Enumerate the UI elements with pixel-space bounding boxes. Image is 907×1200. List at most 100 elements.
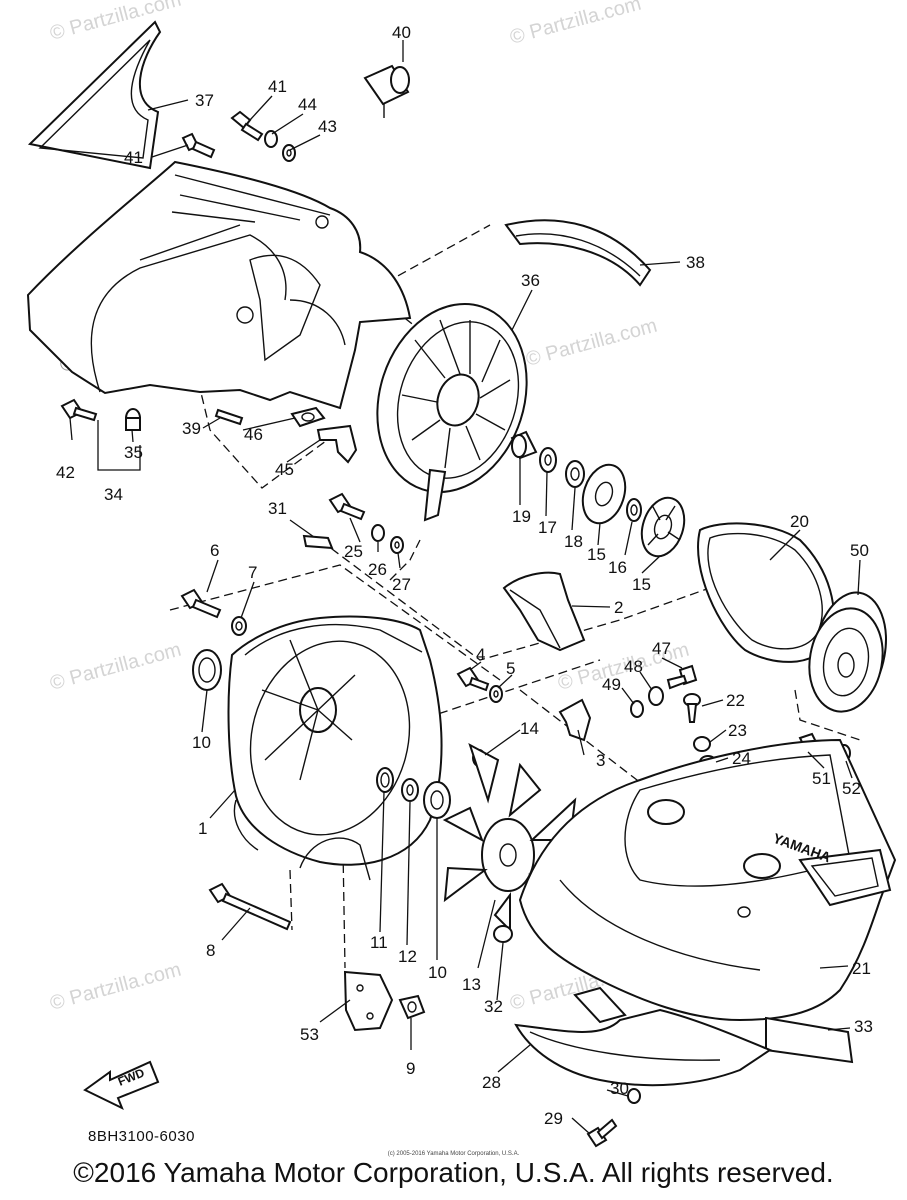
callout-label: 16 (608, 558, 627, 577)
callout-label: 10 (192, 733, 211, 752)
callout-label: 15 (632, 575, 651, 594)
pin-39 (214, 408, 244, 426)
bolt-29 (586, 1118, 618, 1148)
washer-26 (371, 524, 385, 542)
duct-2 (502, 571, 586, 652)
callout-label: 49 (602, 675, 621, 694)
callout-label: 13 (462, 975, 481, 994)
washer-49 (630, 700, 644, 718)
fan-cover-36 (376, 303, 528, 522)
callout-label: 20 (790, 512, 809, 531)
plate-28 (514, 986, 773, 1087)
collar-35 (125, 408, 141, 431)
pulley-50 (808, 591, 887, 713)
callout-label: 46 (244, 425, 263, 444)
callout-label: 52 (842, 779, 861, 798)
bolt-41a (230, 110, 264, 142)
callout-label: 31 (268, 499, 287, 518)
watermark: © Partzilla.com (524, 315, 660, 371)
gasket-37 (27, 20, 162, 170)
callout-label: 4 (476, 645, 485, 664)
callout-label: 48 (624, 657, 643, 676)
callout-label: 1 (198, 819, 207, 838)
callout-label: 36 (521, 271, 540, 290)
callout-label: 10 (428, 963, 447, 982)
grommet-46 (290, 406, 326, 428)
callout-label: 6 (210, 541, 219, 560)
nut-9 (398, 994, 426, 1020)
callout-label: 39 (182, 419, 201, 438)
bracket-3 (558, 698, 592, 742)
bolt-25 (328, 492, 366, 521)
bracket-45 (316, 424, 358, 464)
callout-labels: 40 37 41 44 43 41 38 36 42 35 34 39 46 4… (56, 23, 873, 1128)
callout-label: 41 (268, 77, 287, 96)
washer-5 (489, 685, 503, 703)
callout-label: 38 (686, 253, 705, 272)
fitting-40 (363, 64, 410, 118)
pulley-half-15b (640, 496, 686, 558)
bolt-42 (60, 398, 98, 422)
callout-label: 40 (392, 23, 411, 42)
washer-27 (390, 536, 404, 554)
callout-label: 30 (610, 1079, 629, 1098)
callout-label: 43 (318, 117, 337, 136)
document-code: 8BH3100-6030 (88, 1128, 195, 1145)
callout-label: 7 (248, 563, 257, 582)
bolt-8 (208, 882, 292, 931)
washer-18 (565, 460, 585, 488)
plate-53 (343, 970, 394, 1032)
callout-label: 21 (852, 959, 871, 978)
callout-label: 8 (206, 941, 215, 960)
tiny-credit: (c) 2005-2016 Yamaha Motor Corporation, … (387, 1151, 520, 1157)
callout-label: 18 (564, 532, 583, 551)
callout-label: 27 (392, 575, 411, 594)
callout-label: 11 (370, 933, 388, 952)
callout-label: 23 (728, 721, 747, 740)
washer-17 (539, 447, 557, 473)
callout-label: 29 (544, 1109, 563, 1128)
callout-label: 50 (850, 541, 869, 560)
callout-label: 45 (275, 460, 294, 479)
callout-label: 34 (104, 485, 123, 504)
copyright-notice: ©2016 Yamaha Motor Corporation, U.S.A. A… (73, 1157, 834, 1188)
housing-1 (227, 615, 443, 881)
bolt-22 (683, 693, 701, 723)
callout-label: 32 (484, 997, 503, 1016)
watermark: © Partzilla.com (48, 639, 184, 695)
washer-30 (627, 1088, 641, 1104)
callout-label: 41 (124, 148, 143, 167)
lower-cover-21: YAMAHA (518, 738, 897, 1022)
watermark: © Partzilla.com (508, 0, 644, 49)
washer-43 (282, 144, 296, 162)
callout-label: 25 (344, 542, 363, 561)
washer-7 (231, 616, 247, 636)
callout-label: 24 (732, 749, 751, 768)
grommet-32 (493, 925, 513, 943)
callout-label: 44 (298, 95, 317, 114)
callout-label: 22 (726, 691, 745, 710)
callout-label: 53 (300, 1025, 319, 1044)
callout-label: 19 (512, 507, 531, 526)
bearing-10b (423, 781, 451, 819)
callout-label: 37 (195, 91, 214, 110)
pulley-half-15a (581, 463, 627, 525)
watermark: © Partzilla.com (48, 0, 184, 45)
label-31 (302, 534, 334, 550)
callout-label: 51 (812, 769, 831, 788)
washer-16 (626, 498, 642, 522)
bolt-47 (666, 664, 698, 690)
nut-23 (693, 736, 711, 752)
callout-label: 47 (652, 639, 671, 658)
callout-label: 3 (596, 751, 605, 770)
nut-48 (648, 686, 664, 706)
callout-label: 33 (854, 1017, 873, 1036)
callout-label: 35 (124, 443, 143, 462)
bearing-10a (192, 649, 222, 691)
callout-label: 42 (56, 463, 75, 482)
panel-38 (504, 219, 652, 287)
bolt-4 (456, 666, 490, 692)
callout-label: 9 (406, 1059, 415, 1078)
callout-label: 28 (482, 1073, 501, 1092)
